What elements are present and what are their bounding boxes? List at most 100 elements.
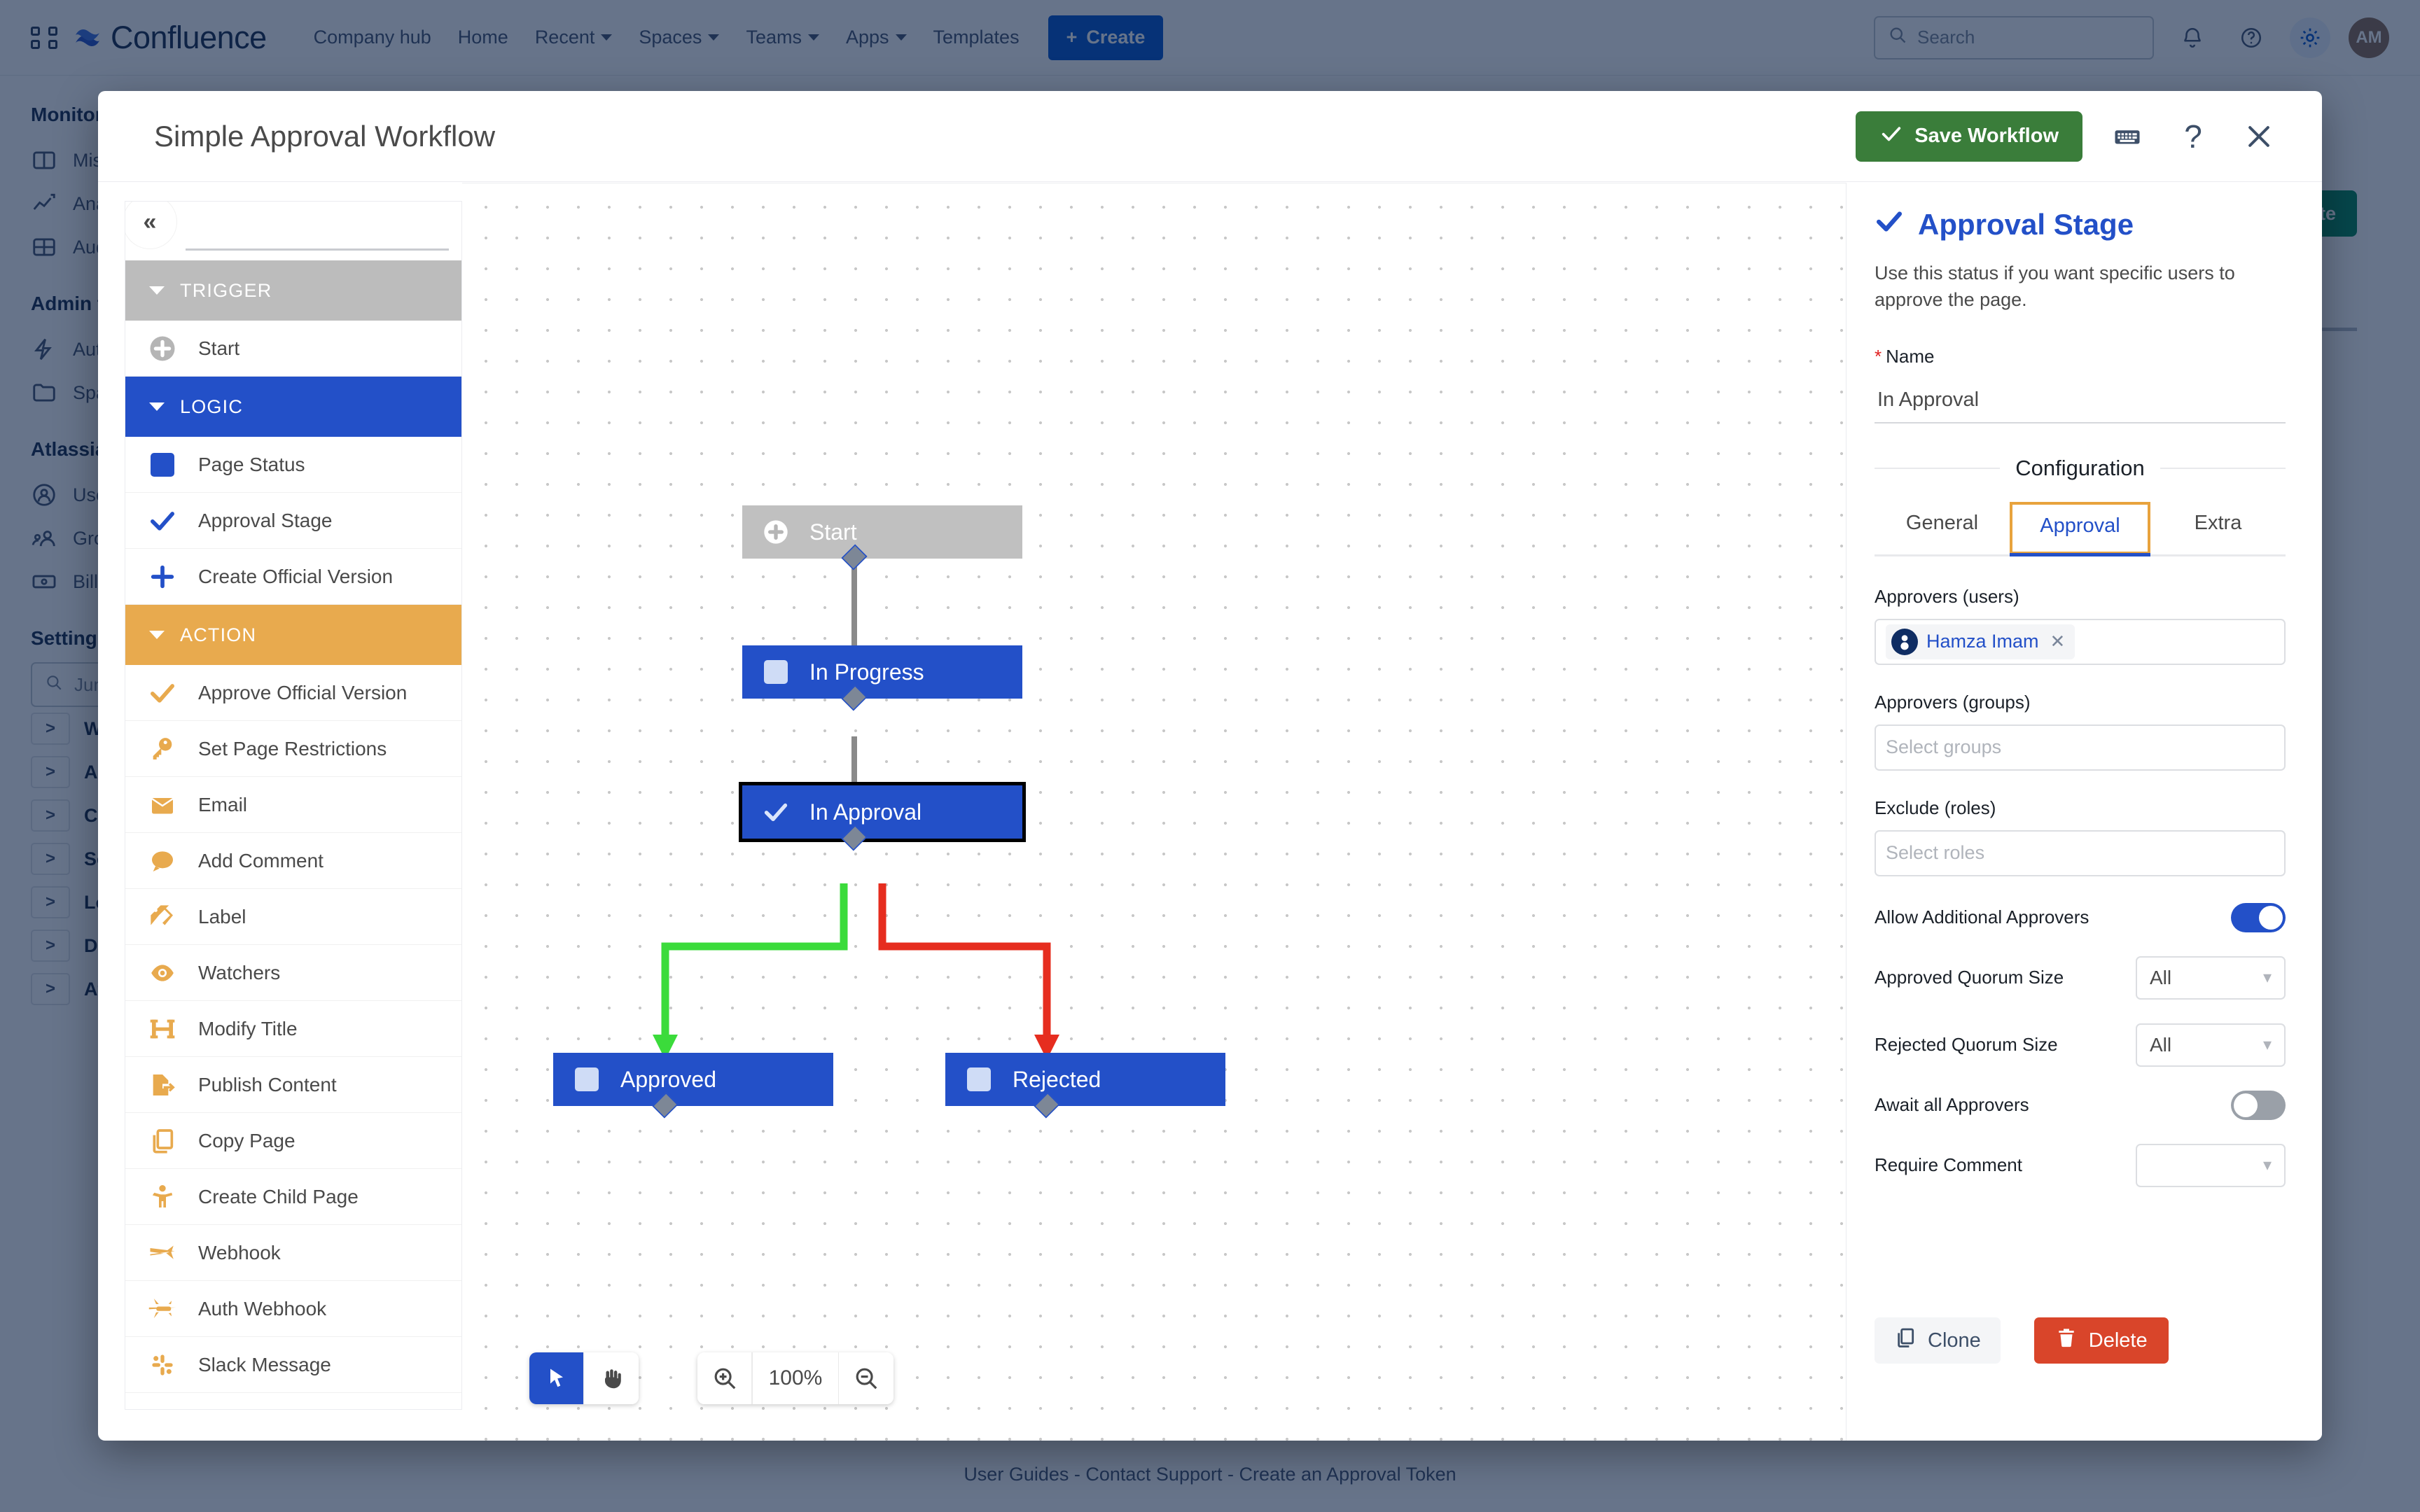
node-palette: « TRIGGER Start LOGIC Page Status (125, 201, 462, 1410)
palette-item-label: Create Child Page (198, 1185, 359, 1208)
zoom-in-icon[interactable] (697, 1352, 752, 1404)
tag-icon (146, 903, 179, 931)
approver-chip[interactable]: Hamza Imam ✕ (1886, 624, 2075, 659)
canvas-node-in-progress[interactable]: In Progress (742, 645, 1022, 699)
check-icon (760, 799, 791, 825)
canvas-node-start[interactable]: Start (742, 505, 1022, 559)
approved-quorum-label: Approved Quorum Size (1875, 967, 2064, 988)
palette-item-label: Start (198, 337, 240, 359)
configuration-label: Configuration (2015, 455, 2145, 480)
collapse-panel-button[interactable]: « (125, 202, 177, 249)
approvers-users-label: Approvers (users) (1875, 585, 2019, 607)
canvas-node-label: Approved (620, 1066, 716, 1092)
key-icon (146, 735, 179, 763)
palette-item-webhook[interactable]: Webhook (125, 1225, 461, 1281)
delete-button[interactable]: Delete (2033, 1317, 2169, 1364)
palette-item-set-page-restrictions[interactable]: Set Page Restrictions (125, 721, 461, 777)
workflow-canvas[interactable]: Start In Progress In Approval Approved R… (462, 183, 1846, 1441)
palette-item-slack-message[interactable]: Slack Message (125, 1337, 461, 1393)
zoom-controls-group: 100% (697, 1352, 893, 1404)
canvas-node-label: In Approval (809, 799, 922, 825)
tab-general[interactable]: General (1905, 511, 1979, 534)
approvers-users-input[interactable]: Hamza Imam ✕ (1875, 618, 2286, 665)
palette-item-page-status[interactable]: Page Status (125, 437, 461, 493)
heading-icon (146, 1015, 179, 1043)
zoom-out-icon[interactable] (839, 1352, 893, 1404)
name-field-label: *Name (1875, 345, 1935, 367)
approvers-groups-label: Approvers (groups) (1875, 691, 2031, 713)
configuration-tabs: General Approval Extra (1875, 501, 2286, 556)
palette-item-email[interactable]: Email (125, 777, 461, 833)
palette-item-label[interactable]: Label (125, 889, 461, 945)
hand-icon[interactable] (584, 1352, 639, 1404)
palette-item-label: Label (198, 905, 246, 927)
canvas-node-in-approval[interactable]: In Approval (739, 782, 1026, 842)
palette-item-modify-title[interactable]: Modify Title (125, 1001, 461, 1057)
palette-item-watchers[interactable]: Watchers (125, 945, 461, 1001)
palette-item-copy-page[interactable]: Copy Page (125, 1113, 461, 1169)
approvers-groups-input[interactable]: Select groups (1875, 724, 2286, 771)
chevron-down-icon: ▾ (2262, 1035, 2272, 1055)
palette-item-create-child-page[interactable]: Create Child Page (125, 1169, 461, 1225)
palette-item-create-official-version[interactable]: Create Official Version (125, 549, 461, 605)
canvas-node-label: In Progress (809, 659, 924, 685)
chevron-down-icon (149, 286, 165, 295)
rejected-quorum-value: All (2150, 1033, 2172, 1056)
name-input[interactable] (1875, 378, 2286, 424)
eye-icon (146, 959, 179, 987)
palette-item-auth-webhook[interactable]: Auth Webhook (125, 1281, 461, 1337)
trash-icon (2055, 1326, 2078, 1354)
palette-item-approve-official-version[interactable]: Approve Official Version (125, 665, 461, 721)
exclude-roles-label: Exclude (roles) (1875, 797, 1996, 818)
palette-group-label: TRIGGER (180, 279, 272, 301)
palette-search-input[interactable] (186, 248, 449, 251)
required-asterisk: * (1875, 345, 1882, 367)
clone-label: Clone (1928, 1329, 1981, 1352)
canvas-node-rejected[interactable]: Rejected (945, 1053, 1225, 1106)
palette-item-label: Create Official Version (198, 565, 394, 587)
palette-item-start[interactable]: Start (125, 321, 461, 377)
approved-quorum-select[interactable]: All ▾ (2136, 955, 2286, 1000)
remove-chip-icon[interactable]: ✕ (2050, 631, 2066, 652)
configuration-divider: Configuration (1875, 456, 2286, 481)
chevron-down-icon: ▾ (2262, 1156, 2272, 1175)
connector-layer (653, 558, 1059, 1060)
allow-additional-approvers-toggle[interactable] (2231, 902, 2286, 932)
await-all-approvers-label: Await all Approvers (1875, 1094, 2029, 1116)
workflow-editor-modal: Simple Approval Workflow Save Workflow ? (98, 91, 2322, 1441)
palette-item-label: Approval Stage (198, 509, 333, 531)
exclude-roles-input[interactable]: Select roles (1875, 830, 2286, 876)
rejected-quorum-select[interactable]: All ▾ (2136, 1023, 2286, 1067)
square-icon (964, 1068, 994, 1091)
save-workflow-button[interactable]: Save Workflow (1856, 111, 2082, 162)
tab-extra[interactable]: Extra (2194, 511, 2242, 534)
palette-group-logic[interactable]: LOGIC (125, 377, 461, 437)
inspector-title-text: Approval Stage (1918, 208, 2134, 241)
clone-button[interactable]: Clone (1875, 1317, 2001, 1364)
save-workflow-label: Save Workflow (1914, 125, 2059, 147)
rejected-quorum-label: Rejected Quorum Size (1875, 1034, 2058, 1056)
canvas-node-label: Start (809, 519, 857, 545)
canvas-node-approved[interactable]: Approved (553, 1053, 833, 1106)
palette-item-approval-stage[interactable]: Approval Stage (125, 493, 461, 549)
keyboard-icon[interactable] (2106, 115, 2148, 158)
tab-approval[interactable]: Approval (2010, 501, 2150, 556)
close-icon[interactable] (2238, 115, 2280, 158)
cursor-icon[interactable] (529, 1352, 584, 1404)
page-title: Simple Approval Workflow (154, 119, 496, 153)
palette-item-publish-content[interactable]: Publish Content (125, 1057, 461, 1113)
approved-quorum-value: All (2150, 966, 2172, 988)
await-all-approvers-toggle[interactable] (2231, 1090, 2286, 1120)
palette-item-add-comment[interactable]: Add Comment (125, 833, 461, 889)
publish-icon (146, 1071, 179, 1099)
envelope-icon (146, 791, 179, 819)
palette-item-label: Email (198, 793, 248, 816)
question-icon[interactable]: ? (2184, 118, 2202, 155)
node-inspector-panel: Approval Stage Use this status if you wa… (1846, 183, 2322, 1441)
slack-icon (146, 1351, 179, 1379)
copy-icon (1894, 1326, 1917, 1354)
allow-additional-approvers-label: Allow Additional Approvers (1875, 906, 2089, 928)
require-comment-select[interactable]: ▾ (2136, 1143, 2286, 1187)
palette-group-action[interactable]: ACTION (125, 605, 461, 665)
palette-group-trigger[interactable]: TRIGGER (125, 260, 461, 321)
